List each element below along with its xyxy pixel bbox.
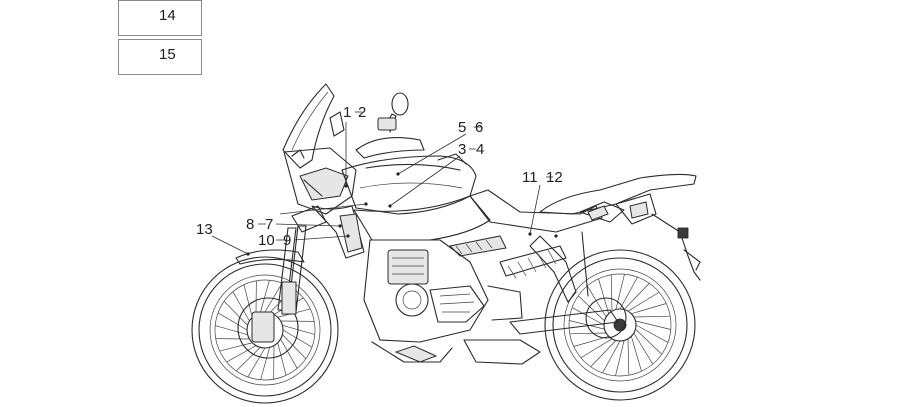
wheel-spoke bbox=[260, 280, 270, 313]
wheel-spoke bbox=[226, 345, 257, 363]
wheel-spoke bbox=[633, 332, 654, 365]
callout-10-9: 10 9 bbox=[258, 232, 291, 249]
callout-label-13: 13 bbox=[196, 221, 213, 238]
wheel-spoke bbox=[635, 328, 662, 355]
wheel-spoke bbox=[247, 347, 266, 378]
wheel-spoke bbox=[219, 342, 253, 352]
wheel-spoke bbox=[571, 307, 605, 326]
callout-1-2: 1 2 bbox=[343, 104, 366, 121]
front-fork bbox=[235, 205, 327, 315]
leader-lines bbox=[211, 111, 553, 255]
wheel-spoke bbox=[598, 278, 610, 314]
side-panel bbox=[353, 189, 603, 257]
fuel-tank bbox=[341, 153, 477, 215]
callout-label-11: 11 bbox=[522, 169, 538, 186]
wheel-spoke bbox=[623, 283, 650, 310]
legend-number-14: 14 bbox=[159, 7, 176, 24]
wheel-spoke bbox=[580, 338, 613, 359]
callout-label-1: 1 bbox=[343, 104, 351, 121]
wheel-spoke bbox=[280, 338, 298, 369]
wheel-spoke bbox=[627, 291, 660, 312]
wheel-spoke bbox=[260, 347, 270, 380]
wheel-spoke bbox=[232, 291, 250, 322]
callout-label-10: 10 bbox=[258, 232, 275, 249]
callout-label-8: 8 bbox=[246, 216, 254, 233]
wheel-spoke bbox=[627, 338, 630, 376]
rear-suspension bbox=[499, 231, 619, 335]
callout-label-7: 7 bbox=[265, 216, 273, 233]
handlebar-mirror bbox=[329, 92, 425, 159]
callout-label-9: 9 bbox=[283, 232, 291, 249]
wheel-spoke bbox=[590, 340, 617, 367]
callout-5-6: 5 6 bbox=[458, 119, 483, 136]
wheel-spoke bbox=[264, 282, 283, 313]
wheel-spoke bbox=[602, 340, 621, 374]
wheel-spoke bbox=[282, 325, 315, 335]
callout-label-3: 3 bbox=[458, 141, 466, 158]
wheel-spoke bbox=[631, 303, 667, 315]
front-fairing bbox=[282, 83, 365, 259]
wheel-spoke bbox=[630, 336, 642, 372]
seat-tail bbox=[539, 173, 701, 281]
callout-8-7: 8 7 bbox=[246, 216, 273, 233]
front-wheel bbox=[191, 256, 339, 404]
wheel-spoke bbox=[282, 329, 313, 348]
wheel-spoke bbox=[615, 274, 625, 310]
callout-11-12: 11 12 bbox=[522, 169, 563, 186]
wheel-spoke bbox=[619, 276, 638, 310]
legend-number-15: 15 bbox=[159, 46, 176, 63]
wheel-spoke bbox=[586, 285, 607, 318]
wheel-spoke bbox=[635, 324, 669, 343]
wheel-spoke bbox=[615, 340, 625, 376]
callout-label-4: 4 bbox=[476, 141, 484, 158]
callout-3-4: 3 4 bbox=[458, 141, 484, 158]
wheel-spoke bbox=[569, 332, 607, 335]
wheel-spoke bbox=[277, 342, 287, 376]
engine bbox=[363, 239, 541, 365]
wheel-spoke bbox=[223, 301, 248, 326]
wheel-spoke bbox=[236, 347, 261, 372]
legend-box-14: 14 bbox=[118, 0, 202, 36]
wheel-spoke bbox=[578, 295, 605, 322]
legend-box-15: 15 bbox=[118, 39, 202, 75]
wheel-spoke bbox=[635, 320, 671, 330]
callout-13: 13 bbox=[196, 221, 213, 238]
wheel-spoke bbox=[215, 325, 248, 335]
wheel-spoke bbox=[217, 312, 248, 331]
callout-label-5: 5 bbox=[458, 119, 466, 136]
callout-label-12: 12 bbox=[546, 169, 563, 186]
wheel-spoke bbox=[282, 334, 307, 359]
callout-label-6: 6 bbox=[475, 119, 483, 136]
callout-label-2: 2 bbox=[358, 104, 366, 121]
wheel-spoke bbox=[610, 274, 613, 312]
wheel-spoke bbox=[243, 284, 253, 318]
rear-wheel bbox=[544, 249, 696, 401]
wheel-spoke bbox=[633, 315, 671, 318]
